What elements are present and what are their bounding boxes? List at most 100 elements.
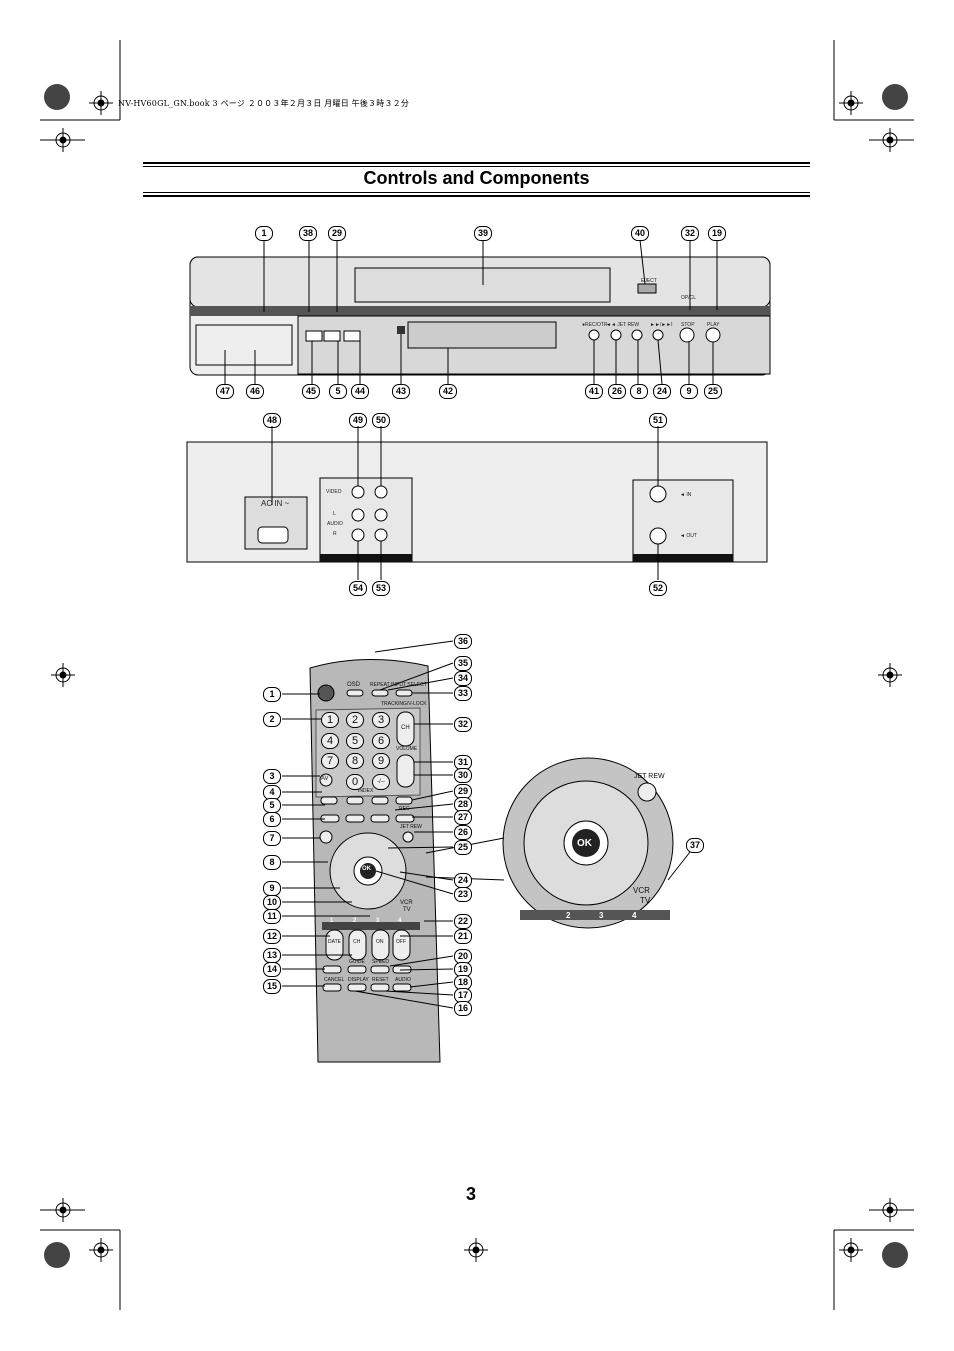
- remote-left-callout: 9: [263, 881, 281, 896]
- display-label: DISPLAY: [348, 977, 369, 983]
- front-callout: 45: [302, 384, 320, 399]
- front-callout: 42: [439, 384, 457, 399]
- remote-right-callout: 29: [454, 784, 472, 799]
- remote-right-callout: 36: [454, 634, 472, 649]
- program-number: 1: [330, 918, 334, 924]
- remote-left-callout: 14: [263, 962, 281, 977]
- rear-callout: 53: [372, 581, 390, 596]
- remote-right-callout: 18: [454, 975, 472, 990]
- remote-left-callout: 1: [263, 687, 281, 702]
- remote-left-callout: 15: [263, 979, 281, 994]
- speed-label: SPEED: [372, 959, 389, 965]
- stop-label: STOP: [681, 322, 695, 328]
- front-callout: 9: [680, 384, 698, 399]
- remote-left-callout: 12: [263, 929, 281, 944]
- front-callout: 25: [704, 384, 722, 399]
- front-callout: 39: [474, 226, 492, 241]
- program-number: 3: [376, 918, 380, 924]
- remote-left-callout: 13: [263, 948, 281, 963]
- zoom-callout: 37: [686, 838, 704, 853]
- front-callout: 32: [681, 226, 699, 241]
- front-callout: 1: [255, 226, 273, 241]
- front-callout: 47: [216, 384, 234, 399]
- print-header: NV-HV60GL_GN.book 3 ページ ２００３年２月３日 月曜日 午後…: [118, 99, 410, 108]
- program-number: 2: [353, 918, 357, 924]
- program-number: 4: [398, 918, 402, 924]
- input-select-label: INPUT SELECT: [391, 682, 427, 688]
- front-callout: 40: [631, 226, 649, 241]
- remote-left-callout: 6: [263, 812, 281, 827]
- op-label: OP/CL: [681, 295, 697, 301]
- remote-right-callout: 24: [454, 873, 472, 888]
- cancel-label: CANCEL: [324, 977, 345, 983]
- digit-key-2[interactable]: 2: [346, 712, 364, 728]
- zoom-number: 2: [566, 911, 571, 920]
- zoom-ok-label: OK: [577, 838, 592, 849]
- remote-right-callout: 21: [454, 929, 472, 944]
- remote-right-callout: 31: [454, 755, 472, 770]
- digit-key--/--[interactable]: -/--: [372, 774, 390, 790]
- tracking-label: TRACKING/V-LOCK: [381, 701, 427, 707]
- zoom-vcr-label: VCR: [633, 886, 650, 895]
- remote-right-callout: 16: [454, 1001, 472, 1016]
- jet-label: ◄◄ JET REW: [606, 322, 640, 328]
- reset-label: RESET: [372, 977, 389, 983]
- digit-key-6[interactable]: 6: [372, 733, 390, 749]
- rec-label: ●REC/OTR: [582, 322, 608, 328]
- digit-key-4[interactable]: 4: [321, 733, 339, 749]
- front-callout: 5: [329, 384, 347, 399]
- remote-right-callout: 25: [454, 840, 472, 855]
- ac-in-label: AC IN ~: [261, 499, 290, 508]
- page-title: Controls and Components: [363, 168, 590, 188]
- digit-key-8[interactable]: 8: [346, 753, 364, 769]
- digit-key-7[interactable]: 7: [321, 753, 339, 769]
- remote-right-callout: 30: [454, 768, 472, 783]
- rear-callout: 51: [649, 413, 667, 428]
- audio-l-label: L: [333, 511, 336, 517]
- front-callout: 46: [246, 384, 264, 399]
- digit-key-5[interactable]: 5: [346, 733, 364, 749]
- digit-key-1[interactable]: 1: [321, 712, 339, 728]
- eject-label: EJECT: [641, 278, 657, 284]
- front-callout: 43: [392, 384, 410, 399]
- remote-right-callout: 23: [454, 887, 472, 902]
- remote-right-callout: 26: [454, 825, 472, 840]
- remote-right-callout: 22: [454, 914, 472, 929]
- front-callout: 44: [351, 384, 369, 399]
- date-label: DATE: [328, 939, 341, 945]
- index-label: INDEX: [358, 788, 374, 794]
- front-callout: 38: [299, 226, 317, 241]
- front-callout: 19: [708, 226, 726, 241]
- digit-key-9[interactable]: 9: [372, 753, 390, 769]
- front-callout: 41: [585, 384, 603, 399]
- on-label: ON: [376, 939, 384, 945]
- remote-ch2-label: CH: [353, 939, 361, 945]
- remote-left-callout: 7: [263, 831, 281, 846]
- in-label: ◄ IN: [680, 492, 692, 498]
- audio-label: AUDIO: [327, 521, 343, 527]
- zoom-jet-rew-label: JET REW: [634, 773, 665, 780]
- remote-left-callout: 8: [263, 855, 281, 870]
- digit-key-0[interactable]: 0: [346, 774, 364, 790]
- play-label: PLAY: [707, 322, 720, 328]
- remote-left-callout: 11: [263, 909, 281, 924]
- remote-right-callout: 35: [454, 656, 472, 671]
- rear-callout: 54: [349, 581, 367, 596]
- audio-r-label: R: [333, 531, 337, 537]
- remote-right-callout: 34: [454, 671, 472, 686]
- ff-label: ►►/►►I: [650, 322, 673, 328]
- osd-label: OSD: [347, 682, 361, 688]
- audio-label: AUDIO: [395, 977, 411, 983]
- digit-key-3[interactable]: 3: [372, 712, 390, 728]
- remote-left-callout: 3: [263, 769, 281, 784]
- jet-rew-label: JET REW: [400, 824, 422, 830]
- front-callout: 24: [653, 384, 671, 399]
- zoom-tv-label: TV: [640, 896, 651, 905]
- remote-left-callout: 5: [263, 798, 281, 813]
- repeat-label: REPEAT: [370, 682, 390, 688]
- rear-callout: 52: [649, 581, 667, 596]
